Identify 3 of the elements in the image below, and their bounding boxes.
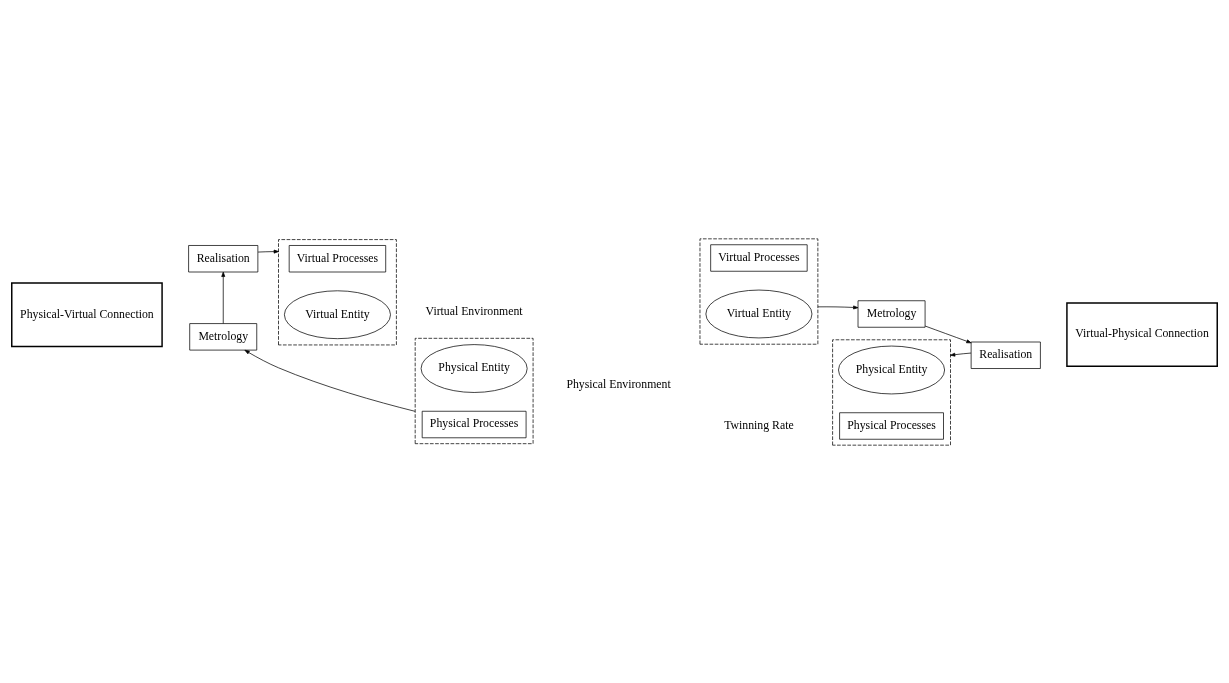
label: Twinning Rate [724, 418, 794, 432]
label: Virtual Environment [425, 304, 523, 318]
label: Physical Environment [566, 377, 671, 391]
